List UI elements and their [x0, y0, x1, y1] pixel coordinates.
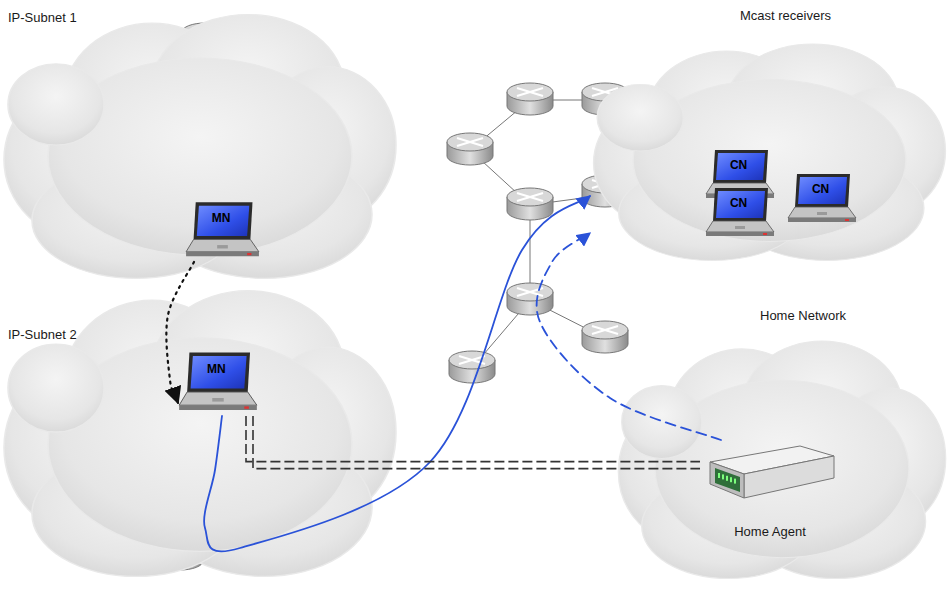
- laptop-icon: [705, 186, 775, 241]
- host-laptop: MN: [178, 350, 258, 416]
- home-agent-device: [700, 440, 840, 520]
- area-label: IP-Subnet 1: [8, 10, 77, 25]
- host-label: MN: [189, 362, 243, 376]
- router-symbol: [507, 83, 553, 115]
- home-agent: Home Agent: [700, 440, 840, 548]
- router-symbol: [582, 321, 628, 353]
- network-area: Home NetworkHome Agent: [615, 302, 949, 589]
- network-area: Mcast receiversCN CN CN: [590, 6, 949, 270]
- device-label: Home Agent: [700, 524, 840, 539]
- host-laptop: CN: [787, 172, 857, 227]
- area-label: Mcast receivers: [740, 8, 831, 23]
- host-label: CN: [715, 158, 763, 172]
- router-symbol: [507, 283, 553, 315]
- laptop-icon: [787, 172, 857, 227]
- host-label: CN: [715, 196, 763, 210]
- network-area: IP-Subnet 2 MN: [0, 275, 400, 589]
- laptop-icon: [185, 200, 260, 262]
- area-label: Home Network: [760, 308, 846, 323]
- host-laptop: CN: [705, 186, 775, 241]
- host-label: CN: [797, 182, 845, 196]
- network-cloud: [0, 275, 400, 589]
- laptop-icon: [178, 350, 258, 416]
- router-symbol: [449, 351, 495, 383]
- router-symbol: [447, 133, 493, 165]
- network-area: IP-Subnet 1 MN: [0, 0, 400, 290]
- host-label: MN: [196, 211, 247, 225]
- area-label: IP-Subnet 2: [8, 327, 77, 342]
- router-symbol: [507, 188, 553, 220]
- host-laptop: MN: [185, 200, 260, 262]
